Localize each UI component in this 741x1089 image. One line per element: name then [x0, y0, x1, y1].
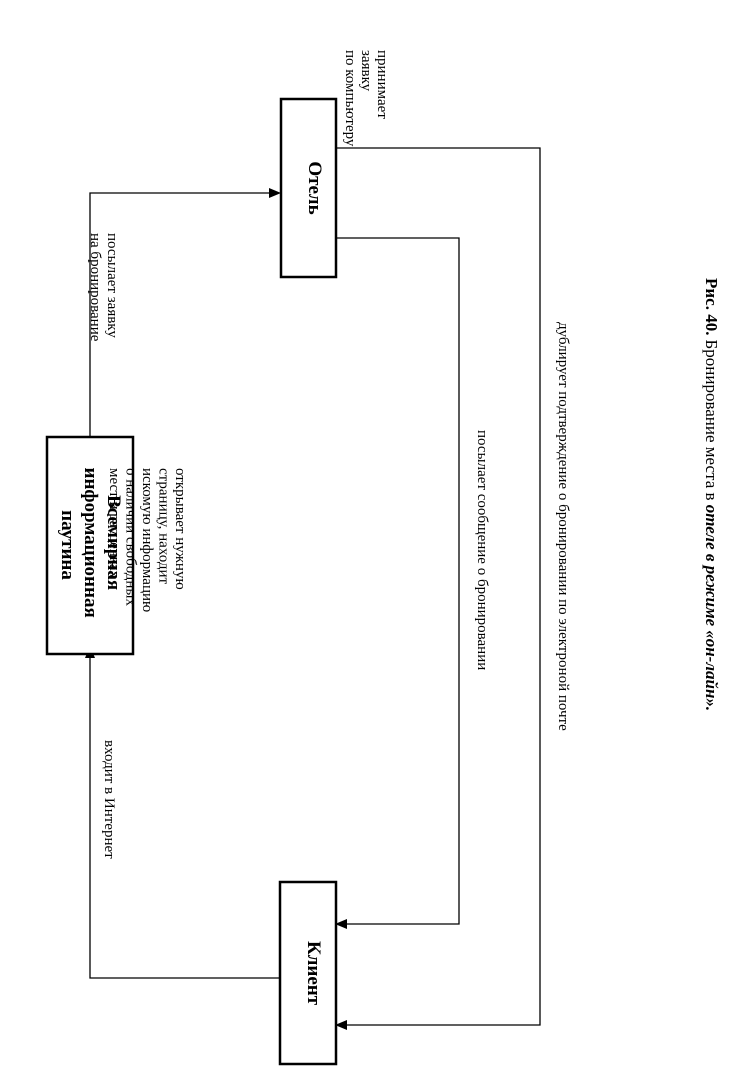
edge-sends-request-label: посылает заявку на бронирование: [87, 233, 120, 342]
hotel-label: Отель: [304, 161, 325, 214]
figure-caption-text: Бронирование места в: [702, 339, 721, 504]
hotel-note-line-3: по компьютеру: [342, 50, 358, 147]
hotel-note-line-1: принимает: [374, 50, 390, 119]
www-label: Всемирная информационная паутина: [57, 468, 124, 623]
www-note-line-3: искомую информацию: [139, 468, 155, 612]
edge-sends-request-arrow: [269, 188, 281, 198]
www-box: [45, 435, 135, 656]
edge-sends-request-line: [89, 192, 272, 437]
www-label-line-1: Всемирная: [103, 495, 124, 590]
edge-enters-internet-line: [89, 655, 280, 979]
figure-caption: Рис. 40. Бронирование места в отеле в ре…: [702, 278, 721, 711]
edge-sends-message-line: [336, 237, 460, 925]
www-note-line-5: мест и расценках: [106, 468, 122, 579]
hotel-note-line-2: заявку: [358, 50, 374, 92]
edge-enters-internet-label: входит в Интернет: [101, 740, 117, 859]
www-label-line-2: информационная: [80, 468, 101, 618]
edge-duplicate-confirmation-arrow: [335, 1020, 347, 1030]
www-note-line-4: о наличии свободных: [123, 468, 139, 607]
figure-caption-italic-2: «он-лайн».: [702, 630, 721, 711]
edge-duplicate-confirmation-line: [336, 147, 541, 1026]
edge-sends-message-arrow: [335, 919, 347, 929]
figure-caption-prefix: Рис. 40.: [702, 278, 721, 335]
www-note-line-2: страницу, находит: [156, 468, 172, 584]
edge-duplicate-confirmation-label: дублирует подтверждение о бронировании п…: [555, 322, 571, 731]
www-label-line-3: паутина: [57, 510, 78, 580]
hotel-note: принимает заявку по компьютеру: [342, 50, 390, 147]
client-box: [278, 880, 338, 1066]
edge-sends-message-label: посылает сообщение о бронировании: [474, 430, 490, 670]
hotel-box: [279, 97, 338, 279]
www-note-line-1: открывает нужную: [172, 468, 188, 590]
www-note: открывает нужную страницу, находит иском…: [106, 468, 188, 616]
client-label: Клиент: [303, 941, 324, 1006]
figure-caption-italic-1: отеле в режиме: [702, 505, 721, 627]
edge-sends-request-label-line-2: на бронирование: [87, 233, 103, 342]
edge-sends-request-label-line-1: посылает заявку: [104, 233, 120, 338]
